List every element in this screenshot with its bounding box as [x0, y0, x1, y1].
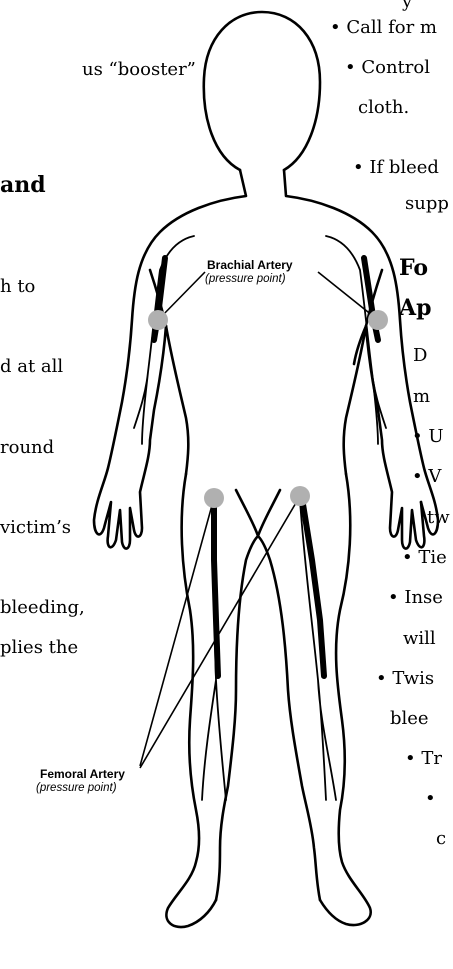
left-femoral-artery: [214, 502, 218, 676]
left-torso-outline: [166, 326, 188, 474]
right-leg-outer: [320, 474, 371, 925]
groin-line: [236, 490, 280, 536]
left-leg-inner: [216, 536, 258, 900]
right-brachial-pressure-point: [368, 310, 388, 330]
femoral-artery-sublabel: (pressure point): [36, 782, 117, 795]
right-torso-outline: [344, 326, 366, 474]
left-arm-outline: [94, 170, 246, 549]
left-leg-outer: [166, 474, 216, 927]
femoral-artery-label: Femoral Artery: [40, 767, 125, 781]
femoral-leader-left: [140, 498, 214, 766]
right-hand-outline: [354, 326, 424, 549]
head-outline: [204, 12, 320, 170]
right-femoral-branch: [300, 500, 336, 800]
brachial-artery-label: Brachial Artery: [207, 258, 293, 272]
brachial-artery-sublabel: (pressure point): [205, 273, 286, 286]
left-femoral-pressure-point: [204, 488, 224, 508]
right-femoral-artery: [302, 498, 324, 676]
right-leg-inner: [258, 536, 320, 900]
left-brachial-pressure-point: [148, 310, 168, 330]
right-femoral-pressure-point: [290, 486, 310, 506]
